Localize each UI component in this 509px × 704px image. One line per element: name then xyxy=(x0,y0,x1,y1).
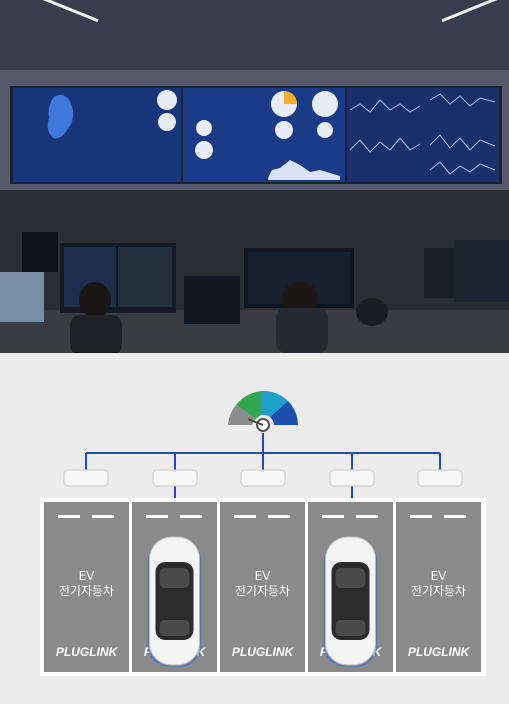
lane-dash xyxy=(322,515,344,518)
lane-dash xyxy=(410,515,432,518)
lane-dash xyxy=(444,515,466,518)
charger-unit xyxy=(152,469,198,487)
ev-car-icon xyxy=(323,536,378,667)
bay-label-ev: EV xyxy=(431,569,448,583)
lane-dash xyxy=(234,515,256,518)
lane-dash xyxy=(268,515,290,518)
bay-surface xyxy=(44,502,129,672)
bay-label-korean: 전기자동차 xyxy=(411,584,466,598)
bay-brand-text: PLUGLINK xyxy=(232,645,295,659)
lane-dash xyxy=(356,515,378,518)
ev-charging-diagram: EV전기자동차PLUGLINKPLUGLINKEV전기자동차PLUGLINKPL… xyxy=(0,353,509,704)
charger-unit xyxy=(417,469,463,487)
charger-unit xyxy=(63,469,109,487)
control-room-photo xyxy=(0,0,509,353)
parking-bay: PLUGLINK xyxy=(308,502,393,672)
workstation-monitor xyxy=(22,232,58,272)
bay-label-korean: 전기자동차 xyxy=(59,584,114,598)
bay-label-korean: 전기자동차 xyxy=(235,584,290,598)
map-icon xyxy=(47,95,74,139)
load-gauge-icon xyxy=(228,390,298,432)
lane-dash xyxy=(92,515,114,518)
charger-unit xyxy=(240,469,286,487)
bay-label-ev: EV xyxy=(255,569,272,583)
charger-units xyxy=(63,469,463,487)
bay-brand-text: PLUGLINK xyxy=(408,645,471,659)
bay-surface xyxy=(396,502,481,672)
parking-bay: PLUGLINK xyxy=(132,502,217,672)
charger-unit xyxy=(329,469,375,487)
lane-dash xyxy=(58,515,80,518)
lane-dash xyxy=(146,515,168,518)
bay-label-ev: EV xyxy=(79,569,96,583)
bay-surface xyxy=(220,502,305,672)
bay-brand-text: PLUGLINK xyxy=(56,645,119,659)
ev-car-icon xyxy=(147,536,202,667)
lane-dash xyxy=(180,515,202,518)
